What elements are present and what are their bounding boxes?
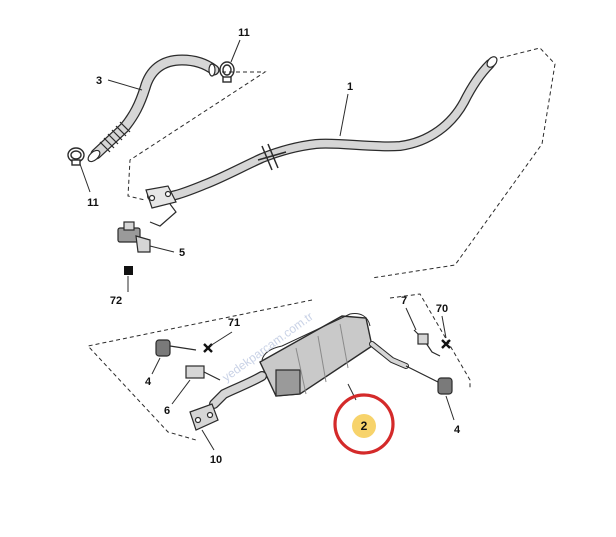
pipe-clamp-band [257, 143, 287, 171]
clamp-10 [189, 403, 219, 431]
label-part-72: 72 [110, 295, 122, 307]
leader-lines [79, 39, 455, 451]
front-flange [145, 185, 177, 209]
clamp-top [219, 61, 235, 83]
highlight-ring [333, 393, 395, 455]
mount-bracket-5 [117, 203, 177, 253]
intermediate-pipe [145, 56, 498, 209]
rubber-mount-right [405, 365, 453, 395]
label-part-3: 3 [96, 75, 102, 87]
square-marker-72 [124, 266, 133, 275]
hanger-7 [413, 329, 441, 357]
label-part-11-top: 11 [238, 27, 250, 39]
front-downpipe [87, 54, 220, 163]
label-part-11-left: 11 [87, 197, 99, 209]
label-part-4-left: 4 [145, 376, 152, 388]
label-part-2: 2 [361, 419, 368, 433]
label-part-70: 70 [436, 303, 448, 315]
upper-assembly-outline [127, 47, 556, 279]
lower-assembly-outline [87, 293, 471, 441]
label-part-71: 71 [228, 317, 240, 329]
label-part-4-right: 4 [454, 424, 461, 436]
part-2-highlight [333, 393, 395, 455]
label-part-5: 5 [179, 247, 185, 259]
cross-marker-70 [441, 339, 451, 349]
clamp-left [67, 147, 85, 166]
label-part-6: 6 [164, 405, 170, 417]
label-part-7: 7 [401, 295, 407, 307]
highlight-dot [352, 414, 376, 438]
label-part-10: 10 [210, 454, 222, 466]
bracket-6 [185, 365, 221, 381]
rubber-mount-left [155, 339, 197, 357]
flex-section [99, 121, 131, 153]
rear-silencer [209, 313, 409, 409]
label-part-1: 1 [347, 81, 353, 93]
